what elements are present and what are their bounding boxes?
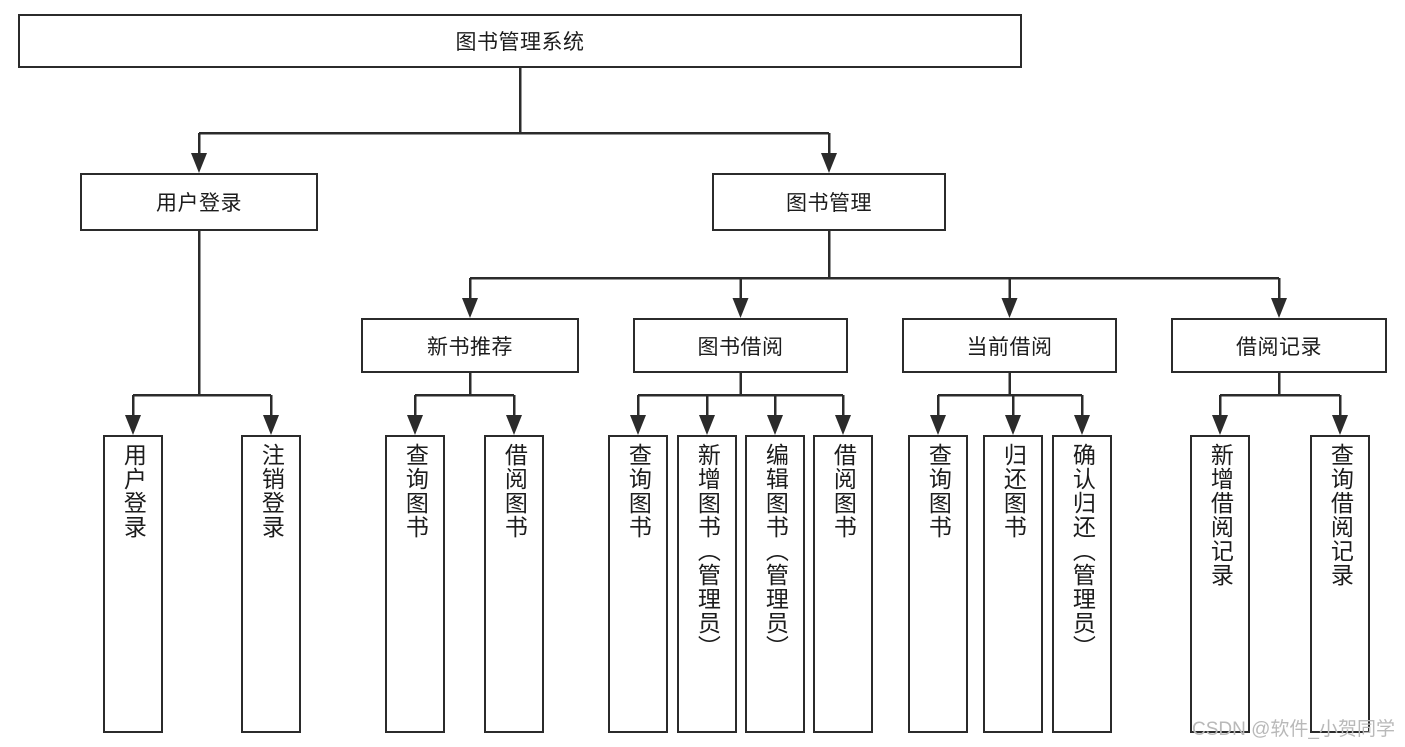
leaf-borrow-add-label: 新增图书（管理员） (694, 443, 721, 659)
node-new-book-recommend[interactable]: 新书推荐 (361, 318, 579, 373)
node-user-login-label: 用户登录 (156, 192, 242, 215)
leaf-newbook-borrow[interactable]: 借阅图书 (484, 435, 544, 733)
leaf-borrow-borrow-label: 借阅图书 (830, 443, 857, 539)
node-root-label: 图书管理系统 (455, 31, 585, 54)
leaf-user-login[interactable]: 用户登录 (103, 435, 163, 733)
node-borrow-record[interactable]: 借阅记录 (1171, 318, 1387, 373)
node-book-management[interactable]: 图书管理 (712, 173, 946, 231)
leaf-borrow-add[interactable]: 新增图书（管理员） (677, 435, 737, 733)
leaf-current-query[interactable]: 查询图书 (908, 435, 968, 733)
node-current-borrow[interactable]: 当前借阅 (902, 318, 1117, 373)
node-book-management-label: 图书管理 (786, 192, 872, 215)
node-new-book-recommend-label: 新书推荐 (427, 335, 513, 359)
leaf-user-logout[interactable]: 注销登录 (241, 435, 301, 733)
leaf-record-query[interactable]: 查询借阅记录 (1310, 435, 1370, 733)
leaf-current-confirm-label: 确认归还（管理员） (1069, 443, 1096, 659)
leaf-user-logout-label: 注销登录 (258, 443, 285, 539)
leaf-newbook-query[interactable]: 查询图书 (385, 435, 445, 733)
node-current-borrow-label: 当前借阅 (966, 335, 1053, 359)
leaf-borrow-query[interactable]: 查询图书 (608, 435, 668, 733)
leaf-current-return-label: 归还图书 (1000, 443, 1027, 539)
leaf-borrow-borrow[interactable]: 借阅图书 (813, 435, 873, 733)
node-user-login[interactable]: 用户登录 (80, 173, 318, 231)
node-root[interactable]: 图书管理系统 (18, 14, 1022, 68)
leaf-user-login-label: 用户登录 (120, 443, 147, 539)
node-book-borrow[interactable]: 图书借阅 (633, 318, 848, 373)
leaf-current-confirm[interactable]: 确认归还（管理员） (1052, 435, 1112, 733)
leaf-borrow-edit[interactable]: 编辑图书（管理员） (745, 435, 805, 733)
leaf-borrow-edit-label: 编辑图书（管理员） (762, 443, 789, 659)
watermark: CSDN @软件_小贺同学 (1192, 719, 1395, 740)
leaf-current-return[interactable]: 归还图书 (983, 435, 1043, 733)
leaf-newbook-query-label: 查询图书 (402, 443, 429, 539)
leaf-borrow-query-label: 查询图书 (625, 443, 652, 539)
leaf-record-query-label: 查询借阅记录 (1327, 443, 1354, 587)
leaf-record-add-label: 新增借阅记录 (1207, 443, 1234, 587)
leaf-record-add[interactable]: 新增借阅记录 (1190, 435, 1250, 733)
node-borrow-record-label: 借阅记录 (1236, 335, 1322, 359)
leaf-newbook-borrow-label: 借阅图书 (501, 443, 528, 539)
node-book-borrow-label: 图书借阅 (697, 335, 784, 359)
leaf-current-query-label: 查询图书 (925, 443, 952, 539)
